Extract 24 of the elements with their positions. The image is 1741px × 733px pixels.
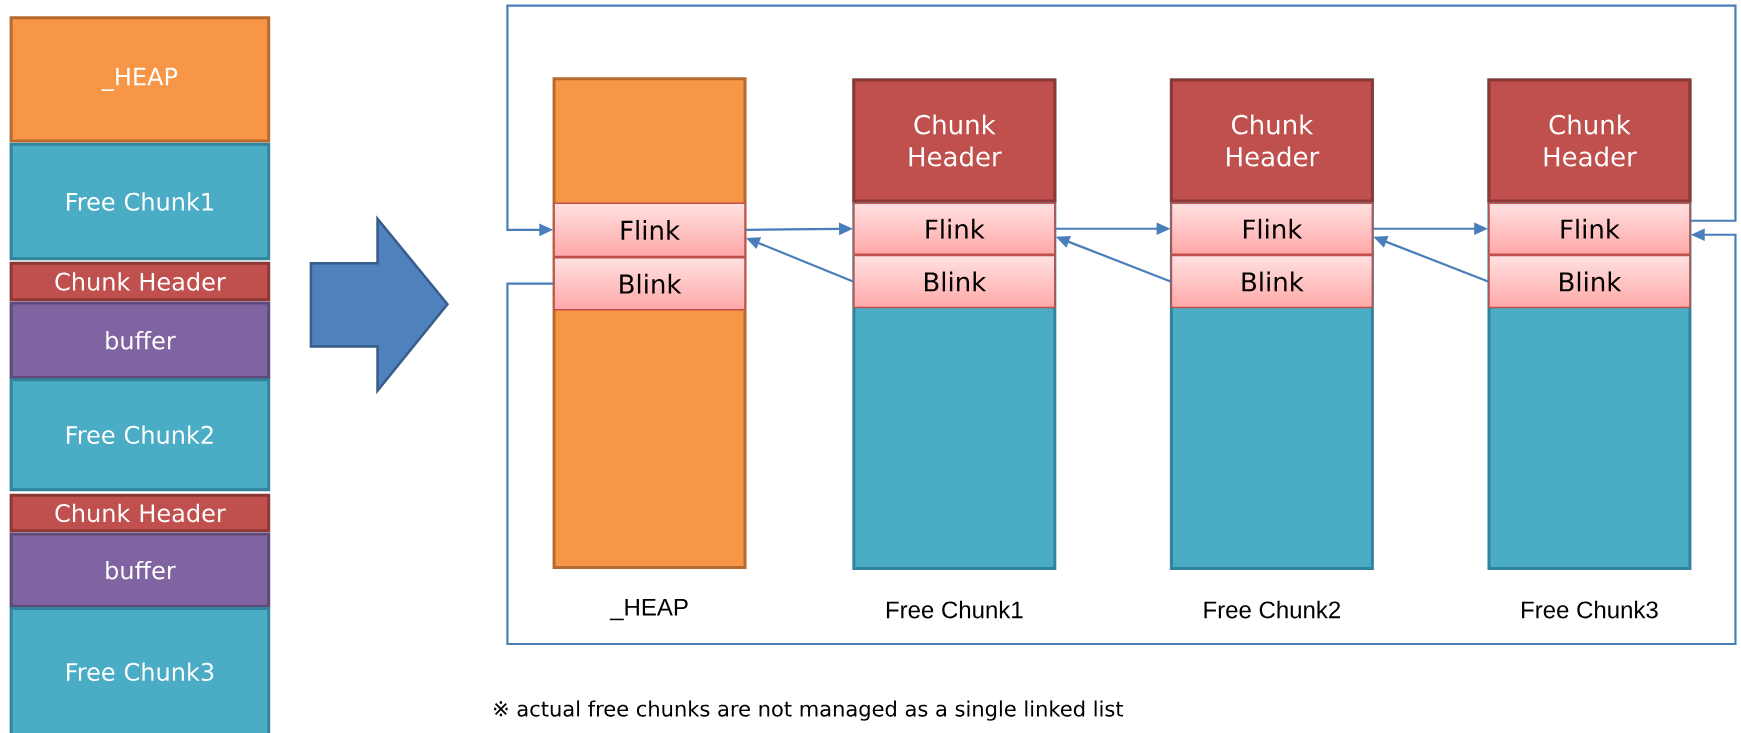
memory-block: _HEAP	[9, 16, 271, 143]
chunk-header-block: Chunk Header	[9, 261, 271, 302]
column-caption: _HEAP	[609, 598, 688, 621]
chunk-header-block: Chunk Header	[1487, 78, 1692, 203]
pointer-field: Flink	[553, 202, 746, 258]
pointer-field: Blink	[853, 254, 1056, 309]
buffer-block: buffer	[9, 301, 271, 379]
chunk-header-block: Chunk Header	[1169, 78, 1374, 203]
memory-block: Free Chunk1	[9, 142, 271, 261]
memory-block: Free Chunk3	[9, 606, 271, 733]
chunk-header-block: Chunk Header	[9, 493, 271, 533]
column-caption: Free Chunk1	[886, 600, 1023, 619]
buffer-block: buffer	[9, 532, 271, 608]
chunk-header-block: Chunk Header	[852, 78, 1057, 203]
memory-block: Free Chunk2	[9, 378, 271, 492]
pointer-field: Blink	[1170, 254, 1374, 309]
column-caption: Free Chunk3	[1522, 600, 1658, 619]
column-caption: Free Chunk2	[1204, 600, 1340, 619]
note: ※ actual free chunks are not managed as a single linked list	[494, 700, 1124, 721]
pointer-field: Flink	[853, 202, 1056, 256]
pointer-field: Flink	[1488, 202, 1691, 256]
pointer-field: Blink	[1488, 254, 1691, 309]
pointer-field: Flink	[1170, 202, 1374, 256]
pointer-field: Blink	[553, 256, 746, 311]
